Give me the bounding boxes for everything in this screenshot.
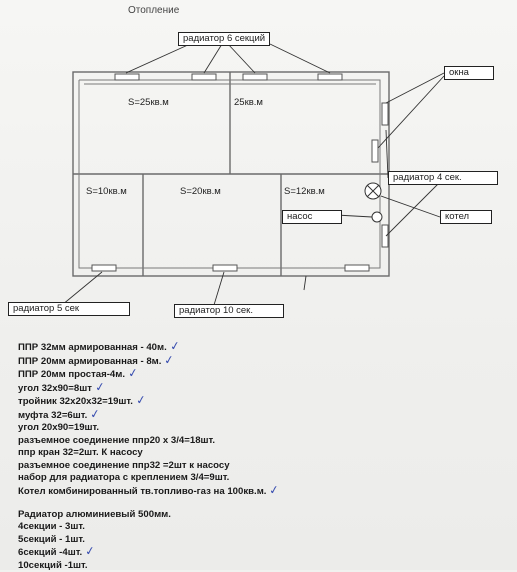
radiator-item-text: 10секций -1шт.: [18, 559, 88, 571]
radiator-item: 6секций -4шт.✓: [18, 543, 488, 560]
radiator-item-text: 6секций -4шт.: [18, 547, 83, 559]
radiator-item: 5секций - 1шт.: [18, 534, 488, 547]
pointer-boiler: [380, 195, 441, 218]
material-item: ППР 20мм простая-4м.✓: [18, 365, 488, 382]
area-bottom-left: S=10кв.м: [86, 186, 127, 197]
drawing-title: Отопление: [128, 5, 180, 16]
material-item: Котел комбинированный тв.топливо-газ на …: [18, 482, 488, 499]
radiator-item: 10секций -1шт.: [18, 560, 488, 572]
pointer-rad6-1: [125, 43, 191, 74]
pointer-rad6-3: [227, 43, 256, 74]
radiator-10-1: [212, 264, 238, 272]
material-item: набор для радиатора с креплением 3/4=9шт…: [18, 472, 488, 485]
label-radiator-5: радиатор 5 сек: [8, 302, 130, 316]
label-pump: насос: [282, 210, 342, 224]
material-item-text: тройник 32х20х32=19шт.: [18, 396, 133, 408]
material-item: угол 32х90=8шт✓: [18, 379, 488, 396]
checkmark-icon: ✓: [93, 379, 106, 395]
material-item-text: ППР 20мм простая-4м.: [18, 369, 126, 381]
pointer-windows-1: [385, 72, 445, 104]
material-item: разъемное соединение ппр20 х 3/4=18шт.: [18, 435, 488, 448]
radiator-6-2: [191, 73, 217, 81]
pointer-rad6-2: [203, 43, 223, 74]
material-item-text: угол 32х90=8шт: [18, 382, 92, 394]
radiator-6-1: [114, 73, 140, 81]
pointer-rad5: [61, 271, 103, 306]
pointer-windows-2: [377, 75, 445, 149]
material-item-text: разъемное соединение ппр32 =2шт к насосу: [18, 459, 230, 471]
material-item-text: ППР 20мм армированная - 8м.: [18, 355, 162, 367]
material-item: разъемное соединение ппр32 =2шт к насосу: [18, 460, 488, 473]
radiator-item: 4секции - 3шт.: [18, 521, 488, 534]
radiator-4-1: [381, 102, 389, 126]
material-item-text: ппр кран 32=2шт. К насосу: [18, 447, 143, 459]
area-bottom-right: S=12кв.м: [284, 186, 325, 197]
material-item-text: разъемное соединение ппр20 х 3/4=18шт.: [18, 434, 216, 446]
checkmark-icon: ✓: [168, 338, 181, 354]
checkmark-icon: ✓: [268, 482, 281, 498]
heating-pipe-loop: [78, 79, 381, 269]
checkmark-icon: ✓: [135, 392, 147, 408]
checkmark-icon: ✓: [127, 365, 140, 381]
area-top-left: S=25кв.м: [128, 97, 169, 108]
radiator-4-3: [381, 224, 389, 248]
material-item: ппр кран 32=2шт. К насосу: [18, 447, 488, 460]
checkmark-icon: ✓: [84, 543, 97, 559]
pointer-rad4-1: [385, 129, 389, 179]
area-bottom-middle: S=20кв.м: [180, 186, 221, 197]
checkmark-icon: ✓: [89, 406, 102, 422]
material-item: муфта 32=6шт.✓: [18, 406, 488, 423]
label-radiator-10: радиатор 10 сек.: [174, 304, 284, 318]
label-radiator-6: радиатор 6 секций: [178, 32, 271, 46]
pointer-rad10: [213, 271, 225, 306]
pump-symbol: [371, 211, 383, 223]
pointer-door: [303, 275, 307, 291]
radiator-item: Радиатор алюминиевый 500мм.: [18, 509, 488, 522]
material-item: тройник 32х20х32=19шт.✓: [18, 392, 488, 409]
radiator-bottom-right: [344, 264, 370, 272]
pointer-rad6-4: [269, 43, 331, 74]
material-item-text: муфта 32=6шт.: [18, 409, 88, 421]
radiator-4-2: [371, 139, 379, 163]
radiator-6-3: [242, 73, 268, 81]
radiator-item-text: 4секции - 3шт.: [18, 521, 85, 533]
radiator-6-4: [317, 73, 343, 81]
label-boiler: котел: [440, 210, 492, 224]
material-item-text: набор для радиатора с креплением 3/4=9шт…: [18, 472, 230, 484]
material-item: угол 20х90=19шт.: [18, 422, 488, 435]
area-top-right: 25кв.м: [234, 97, 263, 108]
material-item-text: ППР 32мм армированная - 40м.: [18, 342, 167, 353]
materials-list: ППР 32мм армированная - 40м.✓ППР 20мм ар…: [18, 338, 488, 572]
radiator-5-1: [91, 264, 117, 272]
material-item-text: угол 20х90=19шт.: [18, 422, 100, 434]
radiator-item-text: Радиатор алюминиевый 500мм.: [18, 508, 171, 520]
material-item: ППР 32мм армированная - 40м.✓: [18, 338, 488, 355]
boiler-symbol: [364, 182, 382, 200]
label-windows: окна: [444, 66, 494, 80]
checkmark-icon: ✓: [163, 351, 176, 368]
pointer-rad4-2: [385, 181, 441, 237]
pointer-pump: [335, 214, 373, 218]
material-item: ППР 20мм армированная - 8м.✓: [18, 351, 488, 369]
floor-plan: [61, 43, 445, 306]
label-radiator-4: радиатор 4 сек.: [388, 171, 498, 185]
radiator-item-text: 5секций - 1шт.: [18, 533, 85, 545]
material-item-text: Котел комбинированный тв.топливо-газ на …: [18, 486, 267, 498]
